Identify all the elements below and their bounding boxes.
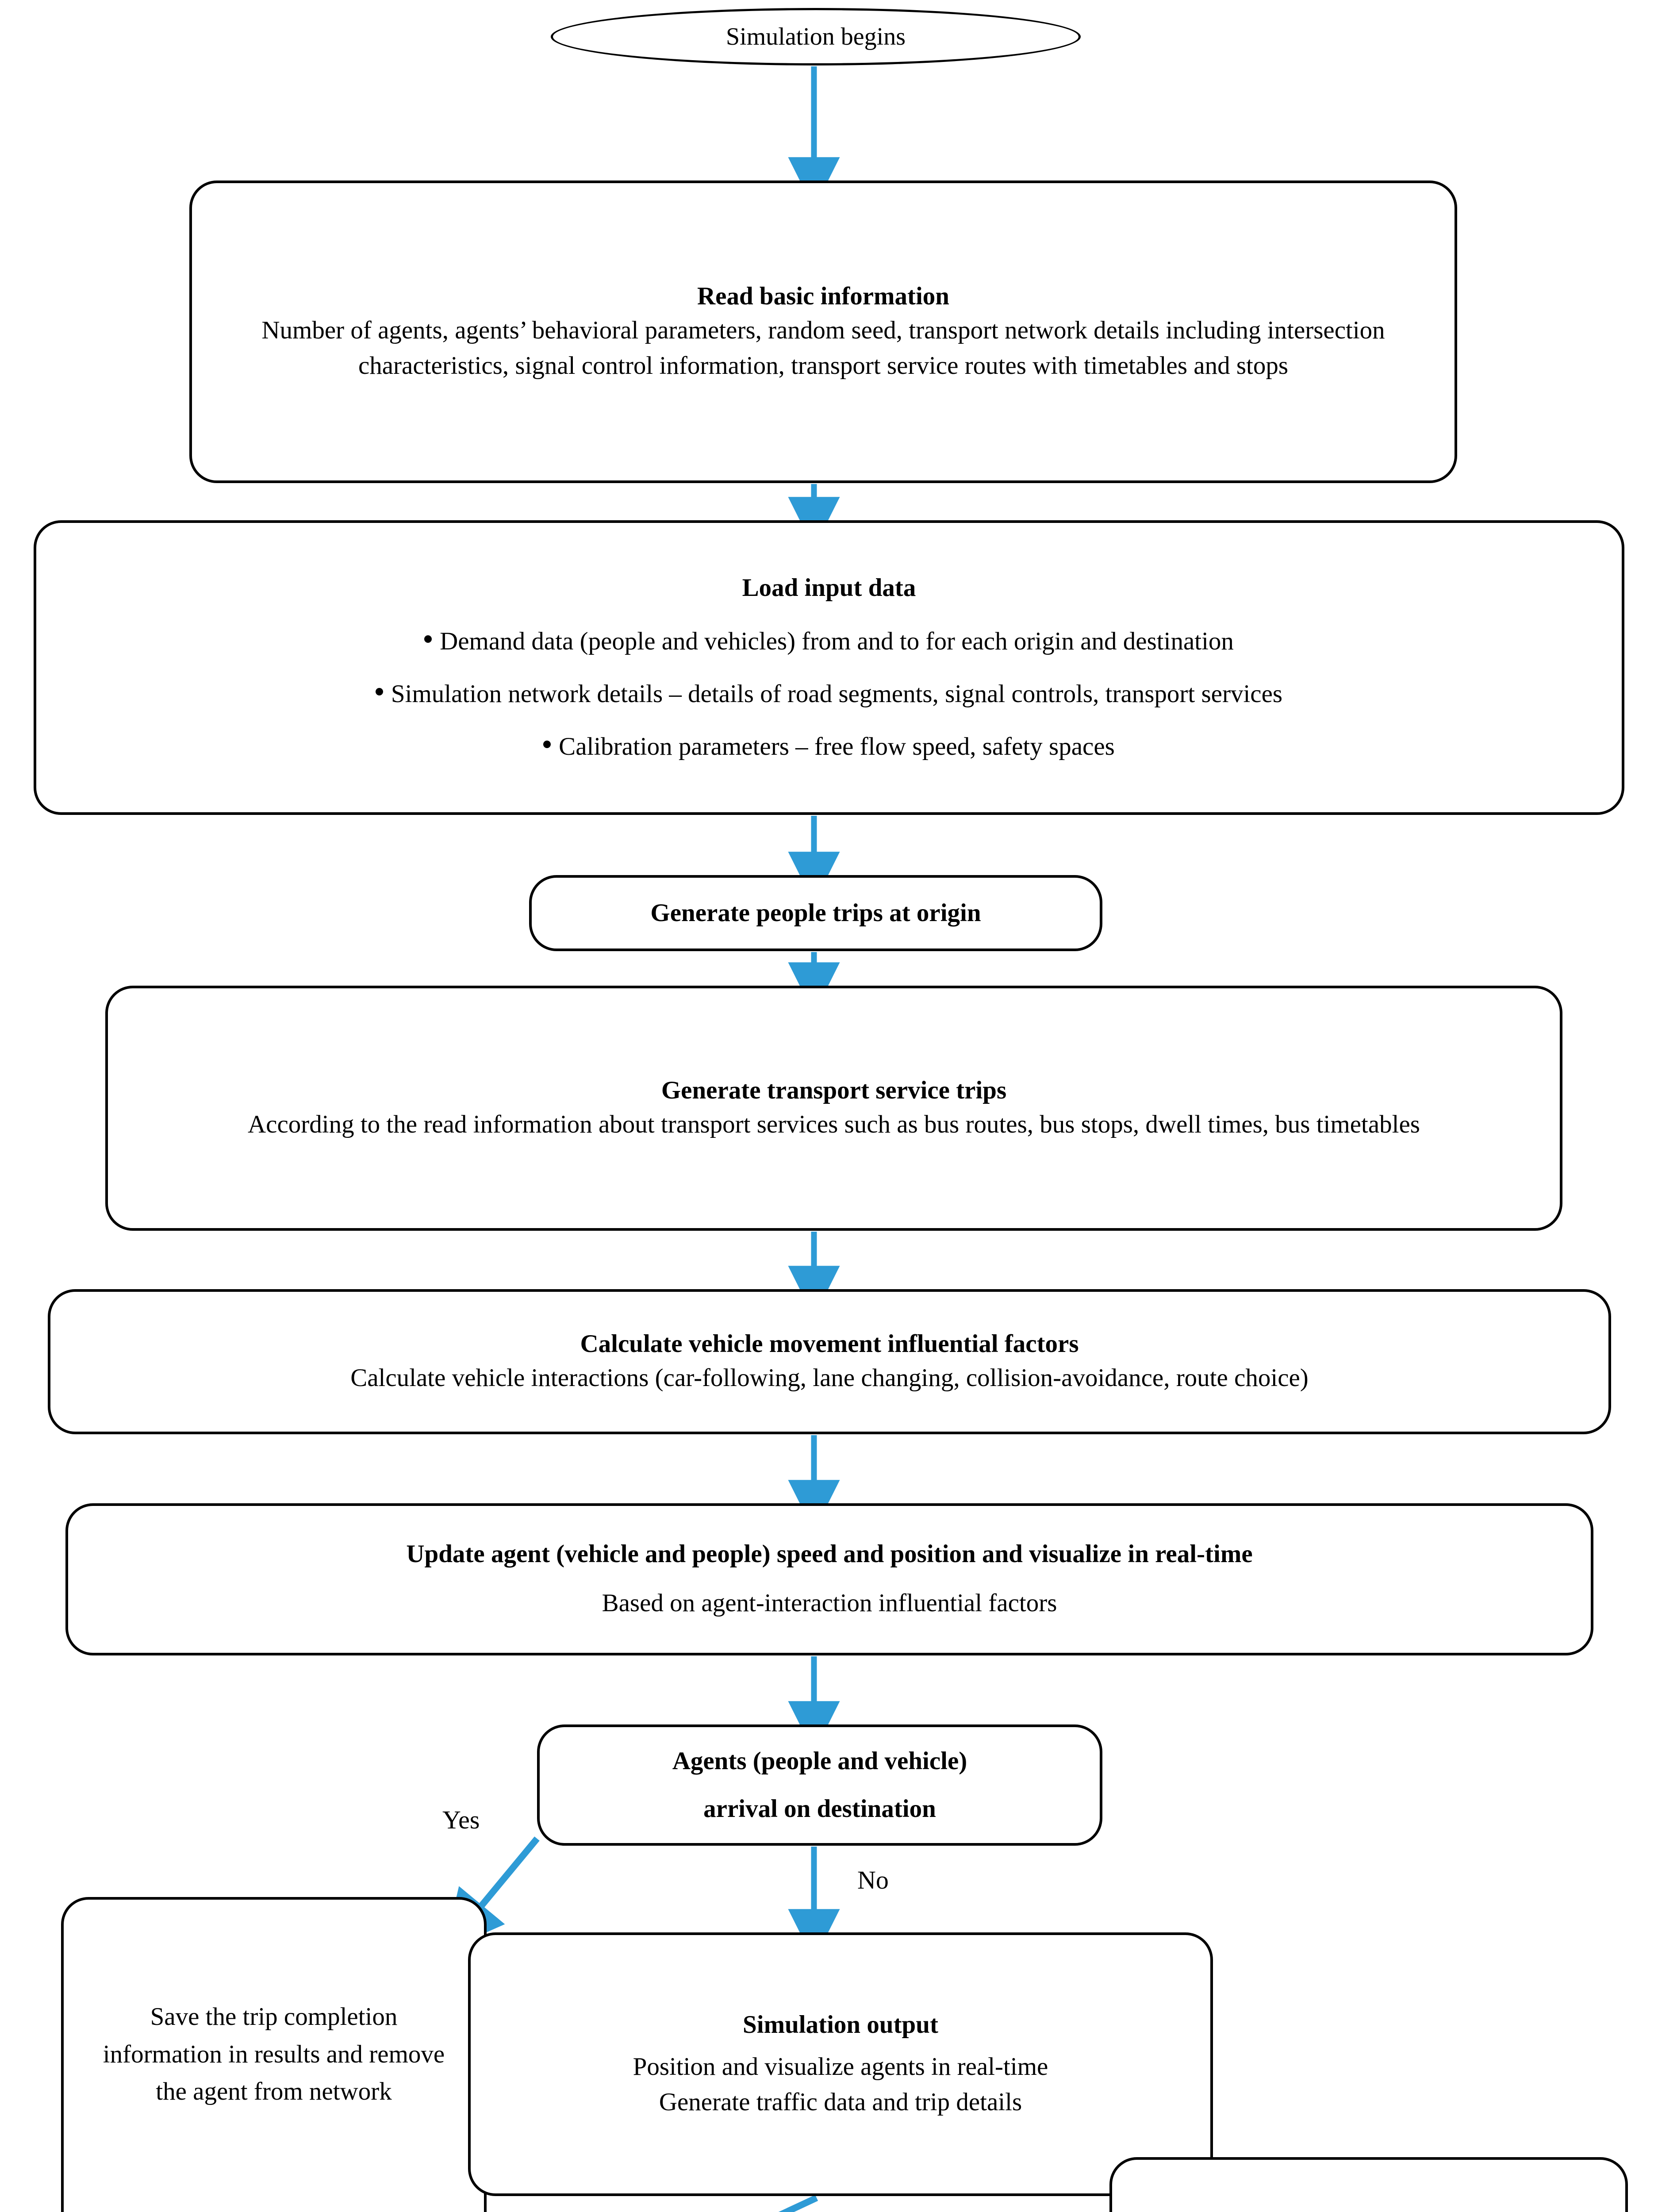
node-title: Generate people trips at origin: [650, 899, 981, 927]
node-title-line-2: arrival on destination: [703, 1795, 936, 1823]
edge-output-to-end: [778, 2195, 818, 2212]
node-body: Based on agent-interaction influential f…: [602, 1589, 1057, 1617]
list-item: Demand data (people and vehicles) from a…: [85, 625, 1573, 659]
node-body: Calculate vehicle interactions (car-foll…: [350, 1364, 1309, 1392]
node-save-trip-completion[interactable]: Save the trip completion information in …: [61, 1897, 487, 2212]
bullet-dot-icon: [424, 635, 432, 643]
node-update-agent-speed-position[interactable]: Update agent (vehicle and people) speed …: [65, 1503, 1593, 1655]
node-simulation-output[interactable]: Simulation output Position and visualize…: [468, 1932, 1213, 2196]
node-body-line-2: Generate traffic data and trip details: [659, 2088, 1022, 2116]
node-read-basic-information[interactable]: Read basic information Number of agents,…: [189, 180, 1457, 483]
node-calculate-vehicle-movement-factors[interactable]: Calculate vehicle movement influential f…: [48, 1289, 1611, 1434]
node-generate-transport-service-trips[interactable]: Generate transport service trips Accordi…: [105, 986, 1562, 1231]
node-simulation-begins[interactable]: Simulation begins: [551, 8, 1081, 65]
node-title: Read basic information: [697, 282, 949, 311]
node-generate-people-trips[interactable]: Generate people trips at origin: [529, 875, 1102, 951]
node-body: Number of agents, agents’ behavioral par…: [261, 316, 1385, 380]
bullet-text: Simulation network details – details of …: [391, 680, 1283, 708]
bullet-text: Calibration parameters – free flow speed…: [559, 732, 1115, 760]
edge-label-yes: Yes: [442, 1805, 480, 1834]
node-title: Update agent (vehicle and people) speed …: [406, 1540, 1253, 1568]
node-body-line-1: Position and visualize agents in real-ti…: [633, 2053, 1048, 2081]
node-title: Simulation output: [743, 2011, 938, 2039]
node-title-line-1: Agents (people and vehicle): [672, 1747, 967, 1775]
load-input-bullet-list: Demand data (people and vehicles) from a…: [85, 625, 1573, 764]
list-item: Calibration parameters – free flow speed…: [85, 730, 1573, 764]
bullet-dot-icon: [543, 740, 551, 748]
edge-label-no: No: [857, 1866, 889, 1894]
bullet-text: Demand data (people and vehicles) from a…: [440, 627, 1234, 655]
node-generate-output-reports[interactable]: Generate output reports Include informat…: [1109, 2157, 1628, 2212]
node-title: Generate transport service trips: [661, 1076, 1007, 1105]
list-item: Simulation network details – details of …: [85, 677, 1573, 711]
node-load-input-data[interactable]: Load input data Demand data (people and …: [34, 520, 1624, 815]
node-label: Simulation begins: [726, 23, 906, 50]
node-title: Load input data: [742, 573, 916, 602]
bullet-dot-icon: [375, 688, 383, 695]
node-title: Calculate vehicle movement influential f…: [580, 1330, 1079, 1358]
node-body: According to the read information about …: [248, 1110, 1420, 1139]
node-body: Save the trip completion information in …: [103, 2003, 445, 2106]
node-decision-agents-arrival[interactable]: Agents (people and vehicle) arrival on d…: [537, 1724, 1102, 1846]
